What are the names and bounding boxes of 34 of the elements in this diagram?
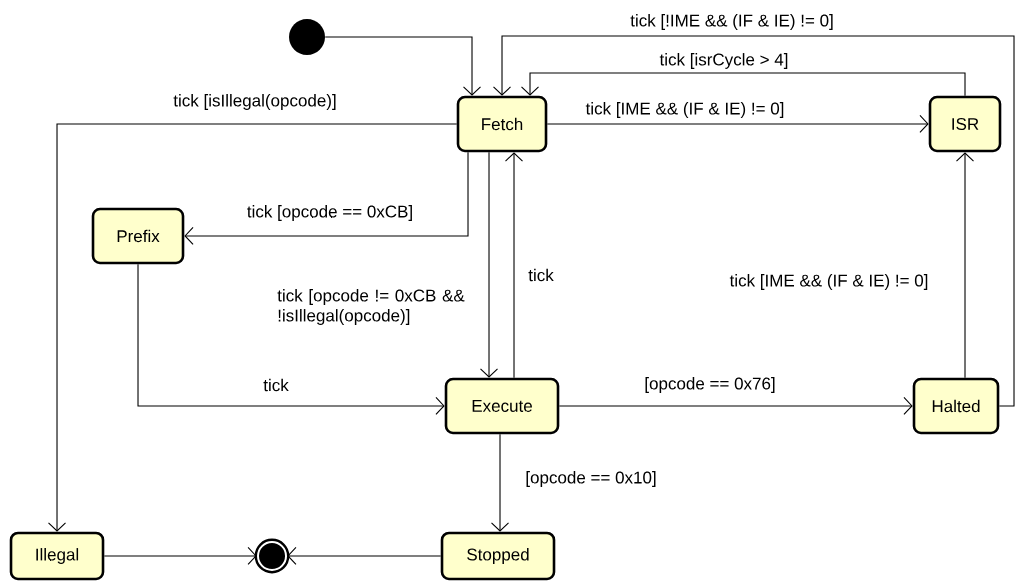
transition-arrow [546,114,929,134]
transition-arrow [490,433,510,532]
state-box: ISR [928,95,1002,153]
transition-arrow [479,151,499,378]
edge-label: tick [isIllegal(opcode)] [172,93,338,111]
edge-label: [opcode == 0x10] [524,470,658,488]
state-box: Illegal [9,531,105,581]
edge-label: tick [IME && (IF & IE) != 0] [728,273,930,291]
transition-arrow [955,152,975,379]
transition-arrow [184,151,469,246]
state-box: Fetch [456,95,548,153]
edge-label: tick [opcode == 0xCB] [245,204,415,222]
transition-arrow [504,152,524,379]
transition-arrow [558,396,913,416]
edge-label: tick [!IME && (IF & IE) != 0] [629,13,835,31]
transition-arrow [520,72,966,97]
transition-arrow [137,263,445,416]
transition-arrow [47,123,458,532]
edge-label: tick [IME && (IF & IE) != 0] [584,101,786,119]
edge-label: tick [isrCycle > 4] [658,52,790,70]
initial-state [289,19,325,55]
state-box: Prefix [91,207,185,265]
state-box: Execute [444,377,560,435]
final-state [254,538,290,574]
state-box: Halted [912,377,1000,435]
edge-label: tick [262,377,290,393]
transition-arrow [287,546,442,566]
state-box: Stopped [440,531,556,581]
transition-arrow [103,546,257,566]
edge-label: [opcode == 0x76] [643,376,777,394]
transition-arrow [492,35,1015,407]
transition-arrow [324,36,482,96]
edge-label: tick [527,267,555,283]
edge-label: tick [opcode != 0xCB && !isIllegal(opcode)] [276,288,475,326]
